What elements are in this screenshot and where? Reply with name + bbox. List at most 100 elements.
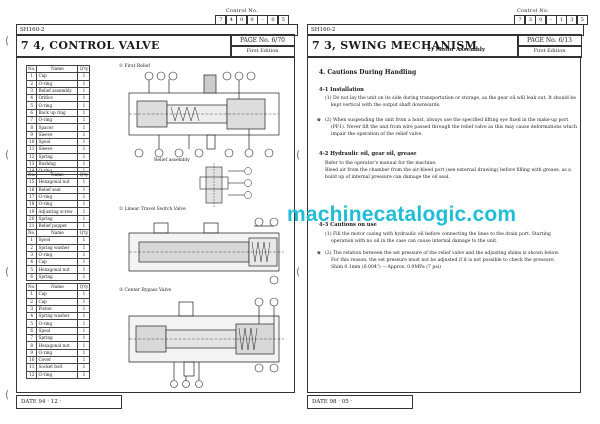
table-header-cell: Name — [36, 64, 79, 74]
text-line: impair the operation of the relief valve… — [331, 132, 423, 137]
watermark-text: machinecatalogic.com — [287, 203, 517, 226]
caption-center-bypass: ③ Center Bypass Valve — [119, 288, 172, 293]
table-cell: Spring washer — [36, 312, 79, 321]
table-cell: 7 — [25, 116, 38, 125]
table-cell: 1 — [77, 304, 91, 314]
content-frame — [307, 56, 581, 393]
text-line: Bleed air from the chamber from the air-… — [325, 168, 571, 173]
table-cell: 10 — [25, 355, 38, 365]
table-cell: 1 — [77, 370, 91, 379]
table-cell: 4 — [25, 312, 38, 321]
table-cell: Hexagonal nut — [36, 178, 79, 187]
table-cell: 1 — [77, 185, 91, 194]
table-cell: 17 — [25, 192, 38, 202]
text-line: Shim 0.1mm (0.004") → Approx. 0.9MPa (7 … — [331, 265, 441, 270]
section-title: 7 4, CONTROL VALVE — [16, 34, 232, 58]
table-cell: Spool — [36, 236, 79, 245]
section-subtitle: 1) Motor Assembly — [427, 47, 486, 53]
table-cell: Orifice — [36, 94, 79, 103]
table-cell: 2 — [25, 243, 38, 252]
table-cell: 1 — [77, 355, 91, 365]
binder-mark: ( — [5, 34, 10, 47]
table-cell: O-ring — [36, 79, 79, 88]
table-cell: 1 — [77, 258, 91, 267]
table-cell: Hexagonal nut — [36, 265, 79, 274]
table-cell: 11 — [25, 145, 38, 154]
table-cell: 1 — [77, 214, 91, 224]
table-cell: Spring — [36, 214, 79, 224]
table-cell: 2 — [25, 79, 38, 88]
binder-mark: ( — [5, 388, 10, 401]
table-cell: Cap — [36, 258, 79, 267]
table-cell: 1 — [77, 152, 91, 161]
binder-mark: ( — [296, 148, 301, 161]
table-cell: 1 — [77, 108, 91, 118]
page-number: PAGE No. 6/70 — [230, 34, 295, 47]
table-header-cell: Name — [36, 170, 79, 180]
table-cell: 9 — [25, 130, 38, 139]
table-cell: 5 — [25, 265, 38, 274]
table-cell: Bushing — [36, 159, 79, 169]
table-cell: 1 — [77, 334, 91, 343]
table-cell: Cap — [36, 297, 79, 306]
table-cell: O-ring — [36, 192, 79, 202]
table-cell: 1 — [77, 72, 91, 81]
table-cell: Piston — [36, 304, 79, 314]
table-cell: 1 — [77, 79, 91, 88]
table-cell: 1 — [77, 297, 91, 306]
table-header-cell: Q'ty — [77, 282, 91, 292]
model-code: SH160-2 — [16, 24, 298, 36]
table-cell: 1 — [77, 137, 91, 147]
table-cell: 20 — [25, 214, 38, 224]
text-line: build up of internal pressure can damage… — [325, 175, 450, 180]
table-cell: 10 — [25, 137, 38, 147]
table-cell: Relief seat — [36, 185, 79, 194]
table-cell: O-ring — [36, 319, 79, 328]
table-cell: 4 — [25, 94, 38, 103]
date-box: DATE 94 · 12 · — [16, 395, 122, 409]
table-cell: Relief assembly — [36, 86, 79, 96]
edition-label: First Edition — [230, 45, 295, 58]
text-line: kept vertical with the output shaft down… — [331, 103, 441, 108]
table-cell: O-ring — [36, 200, 79, 209]
table-header-cell: Q'ty — [77, 64, 91, 74]
control-no-label: Control No. — [517, 8, 549, 14]
table-cell: 1 — [77, 348, 91, 357]
text-line: (2) The relation between the set pressur… — [325, 251, 560, 256]
table-cell: Cap — [36, 290, 79, 299]
table-cell: 1 — [25, 72, 38, 81]
section-heading-installation: 4-1 Installation — [319, 87, 364, 93]
binder-mark: ( — [5, 148, 10, 161]
table-cell: Spool — [36, 137, 79, 147]
table-cell: O-ring — [36, 101, 79, 110]
table-cell: 1 — [77, 319, 91, 328]
table-cell: 5 — [25, 319, 38, 328]
table-cell: 1 — [25, 236, 38, 245]
cautions-heading: 4. Cautions During Handling — [319, 69, 417, 76]
table-cell: 8 — [25, 123, 38, 132]
caution-mark-icon: ※ — [317, 118, 321, 123]
